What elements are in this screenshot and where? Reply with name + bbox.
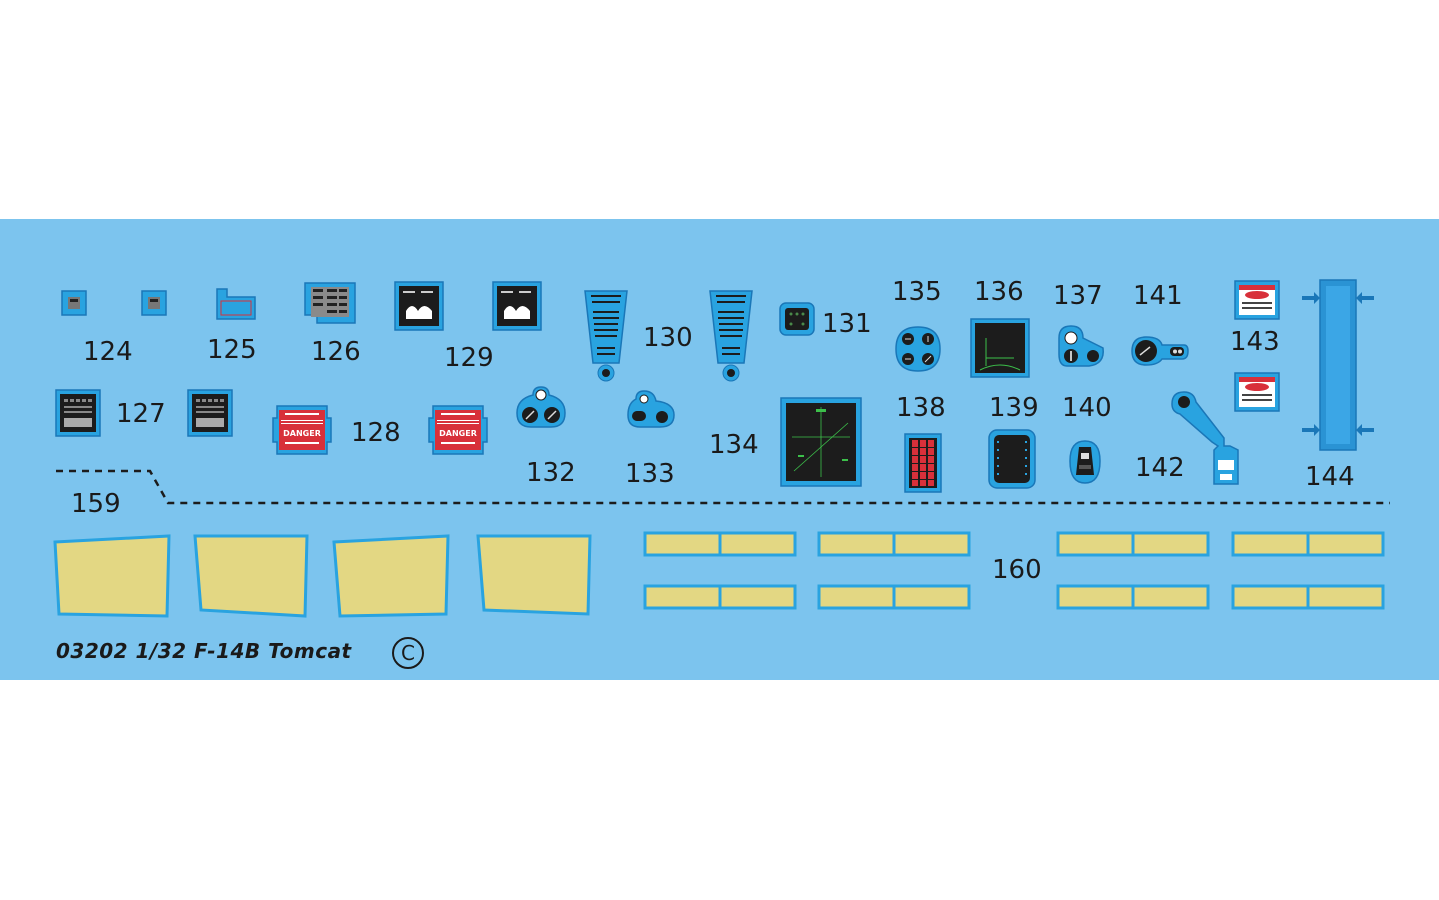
decal-number-125: 125 — [207, 335, 257, 365]
decal-number-136: 136 — [974, 277, 1024, 307]
decal-number-138: 138 — [896, 393, 946, 423]
decal-138 — [904, 433, 942, 493]
decal-number-133: 133 — [625, 459, 675, 489]
decal-number-129: 129 — [444, 343, 494, 373]
decal-number-127: 127 — [116, 399, 166, 429]
decal-136 — [970, 318, 1030, 378]
decal-number-139: 139 — [989, 393, 1039, 423]
sheet-title: 03202 1/32 F-14B Tomcat — [56, 639, 352, 663]
decal-143-top — [1234, 280, 1280, 320]
decal-160-strip-6 — [817, 584, 971, 610]
decal-160-strip-7 — [1056, 584, 1210, 610]
decal-159-panel-1 — [53, 534, 171, 618]
decal-126 — [304, 282, 356, 324]
decal-number-135: 135 — [892, 277, 942, 307]
decal-131 — [779, 302, 815, 336]
decal-number-124: 124 — [83, 337, 133, 367]
decal-141 — [1131, 336, 1189, 366]
danger-text: DANGER — [283, 429, 321, 438]
separator-dashed-line — [56, 469, 1390, 505]
decal-160-strip-8 — [1231, 584, 1385, 610]
decal-128-left: DANGER — [272, 405, 332, 455]
decal-139 — [988, 429, 1036, 489]
decal-159-panel-4 — [476, 534, 592, 616]
decal-160-strip-2 — [817, 531, 971, 557]
decal-number-159: 159 — [71, 489, 121, 519]
decal-number-130: 130 — [643, 323, 693, 353]
decal-160-strip-3 — [1056, 531, 1210, 557]
decal-160-strip-4 — [1231, 531, 1385, 557]
decal-160-strip-5 — [643, 584, 797, 610]
decal-125 — [216, 288, 256, 320]
decal-160-strip-1 — [643, 531, 797, 557]
decal-130-left — [584, 290, 628, 382]
decal-130-right — [709, 290, 753, 382]
decal-159-panel-2 — [193, 534, 309, 618]
decal-number-128: 128 — [351, 418, 401, 448]
decal-140 — [1069, 440, 1101, 484]
decal-135 — [895, 326, 941, 372]
decal-number-132: 132 — [526, 458, 576, 488]
decal-number-131: 131 — [822, 309, 872, 339]
decal-159-panel-3 — [332, 534, 450, 618]
decal-number-137: 137 — [1053, 281, 1103, 311]
decal-number-141: 141 — [1133, 281, 1183, 311]
decal-124-right — [141, 290, 167, 316]
decal-number-142: 142 — [1135, 453, 1185, 483]
decal-127-right — [187, 389, 233, 437]
decal-number-126: 126 — [311, 337, 361, 367]
decal-144 — [1302, 279, 1374, 451]
decal-137 — [1058, 325, 1104, 367]
decal-134 — [780, 397, 862, 487]
decal-132 — [516, 386, 566, 428]
decal-number-140: 140 — [1062, 393, 1112, 423]
decal-sheet: 124 125 126 129 130 131 135 136 137 141 … — [0, 219, 1439, 680]
decal-number-134: 134 — [709, 430, 759, 460]
decal-number-160: 160 — [992, 555, 1042, 585]
decal-142 — [1171, 391, 1239, 485]
decal-number-144: 144 — [1305, 462, 1355, 492]
decal-128-right: DANGER — [428, 405, 488, 455]
danger-text: DANGER — [439, 429, 477, 438]
decal-127-left — [55, 389, 101, 437]
decal-124-left — [61, 290, 87, 316]
decal-129-left — [394, 281, 444, 331]
decal-143-bottom — [1234, 372, 1280, 412]
copyright-symbol: C — [392, 637, 424, 669]
decal-number-143: 143 — [1230, 327, 1280, 357]
decal-133 — [627, 390, 675, 428]
decal-129-right — [492, 281, 542, 331]
